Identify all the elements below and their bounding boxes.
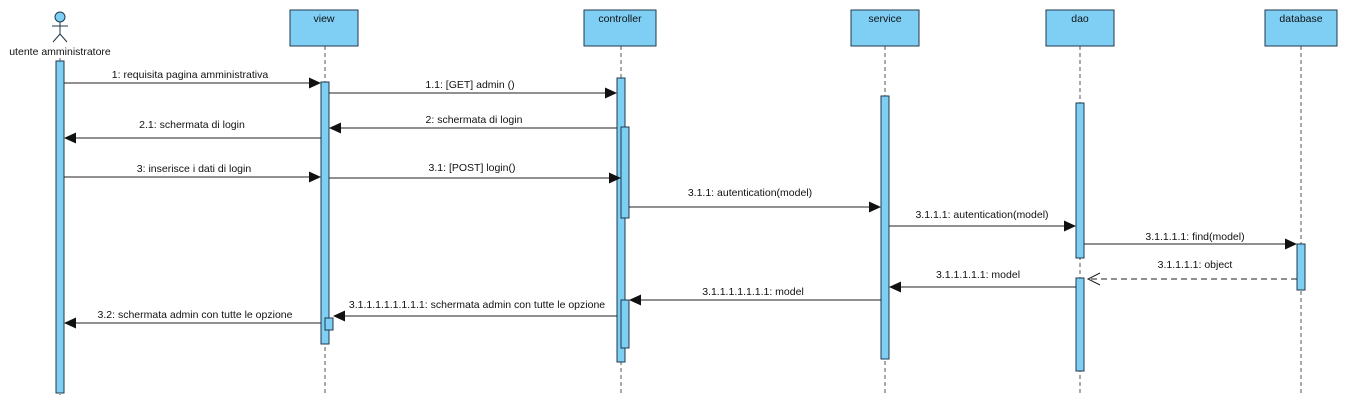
message-label: 3.1.1.1.1: object <box>1158 259 1233 271</box>
database-label: database <box>1279 13 1322 25</box>
messages: 1: requisita pagina amministrativa 1.1: … <box>64 69 1297 329</box>
message-label: 3.1.1.1.1.1.1.1: model <box>702 286 804 298</box>
controller-box <box>583 9 657 47</box>
message-label: 1.1: [GET] admin () <box>425 79 514 91</box>
arrowhead-icon <box>64 132 76 144</box>
controller-nested-activation-1 <box>620 126 630 219</box>
message-label: 2: schermata di login <box>426 114 523 126</box>
controller-activation-bar <box>616 77 626 363</box>
message-label: 3.1.1.1.1: find(model) <box>1145 231 1244 243</box>
message-5: 3: inserisce i dati di login <box>64 163 321 183</box>
actor-activation-bar <box>55 60 65 394</box>
message-14: 3.2: schermata admin con tutte le opzion… <box>64 309 321 329</box>
message-label: 3.1.1: autentication(model) <box>688 187 812 199</box>
controller-label: controller <box>598 13 642 25</box>
lifeline-controller: controller <box>583 9 657 395</box>
service-label: service <box>868 13 901 25</box>
message-label: 3: inserisce i dati di login <box>137 163 252 175</box>
arrowhead-icon <box>329 122 341 134</box>
service-box <box>850 9 920 47</box>
arrowhead-icon <box>869 201 881 213</box>
arrowhead-icon <box>1064 220 1076 232</box>
message-label: 3.1.1.1: autentication(model) <box>915 209 1048 221</box>
message-6: 3.1: [POST] login() <box>329 162 621 184</box>
message-label: 3.2: schermata admin con tutte le opzion… <box>98 309 293 321</box>
arrowhead-icon <box>309 77 321 89</box>
lifeline-view: view <box>289 9 359 395</box>
dao-activation-bar-2 <box>1075 277 1085 372</box>
message-label: 3.1: [POST] login() <box>429 162 516 174</box>
arrowhead-icon <box>629 294 641 306</box>
view-activation-bar <box>320 81 330 345</box>
open-arrowhead-icon <box>1086 272 1101 286</box>
view-box <box>289 9 359 47</box>
arrowhead-icon <box>609 172 621 184</box>
message-4: 2.1: schermata di login <box>64 119 321 144</box>
dao-box <box>1045 9 1115 47</box>
message-13: 3.1.1.1.1.1.1.1.1: schermata admin con t… <box>333 299 617 322</box>
message-11: 3.1.1.1.1.1: model <box>889 269 1076 293</box>
arrowhead-icon <box>889 281 901 293</box>
message-3: 2: schermata di login <box>329 114 617 134</box>
message-9: 3.1.1.1.1: find(model) <box>1084 231 1297 250</box>
view-nested-activation <box>324 317 334 331</box>
database-activation-bar <box>1296 243 1306 291</box>
arrowhead-icon <box>309 171 321 183</box>
message-8: 3.1.1.1: autentication(model) <box>889 209 1076 232</box>
actor-label: utente amministratore <box>9 46 111 58</box>
actor-utente-amministratore: utente amministratore <box>9 11 111 395</box>
lifeline-dao: dao <box>1045 9 1115 395</box>
service-activation-bar <box>880 95 890 360</box>
lifeline-service: service <box>850 9 920 395</box>
database-box <box>1264 9 1338 47</box>
arrowhead-icon <box>64 317 76 329</box>
stick-figure-icon <box>52 11 68 43</box>
dao-label: dao <box>1071 13 1089 25</box>
message-label: 3.1.1.1.1.1.1.1.1: schermata admin con t… <box>349 299 605 311</box>
message-10: 3.1.1.1.1: object <box>1086 259 1297 286</box>
message-2: 1.1: [GET] admin () <box>329 79 617 99</box>
arrowhead-icon <box>333 310 345 322</box>
arrowhead-icon <box>1285 238 1297 250</box>
lifeline-database: database <box>1264 9 1338 395</box>
controller-nested-activation-2 <box>620 299 630 349</box>
view-label: view <box>313 13 334 25</box>
message-7: 3.1.1: autentication(model) <box>629 187 881 213</box>
dao-activation-bar-1 <box>1075 102 1085 259</box>
message-label: 2.1: schermata di login <box>139 119 245 131</box>
message-label: 1: requisita pagina amministrativa <box>112 69 269 81</box>
message-12: 3.1.1.1.1.1.1.1: model <box>629 286 881 306</box>
message-label: 3.1.1.1.1.1: model <box>936 269 1020 281</box>
arrowhead-icon <box>605 87 617 99</box>
message-1: 1: requisita pagina amministrativa <box>64 69 321 89</box>
